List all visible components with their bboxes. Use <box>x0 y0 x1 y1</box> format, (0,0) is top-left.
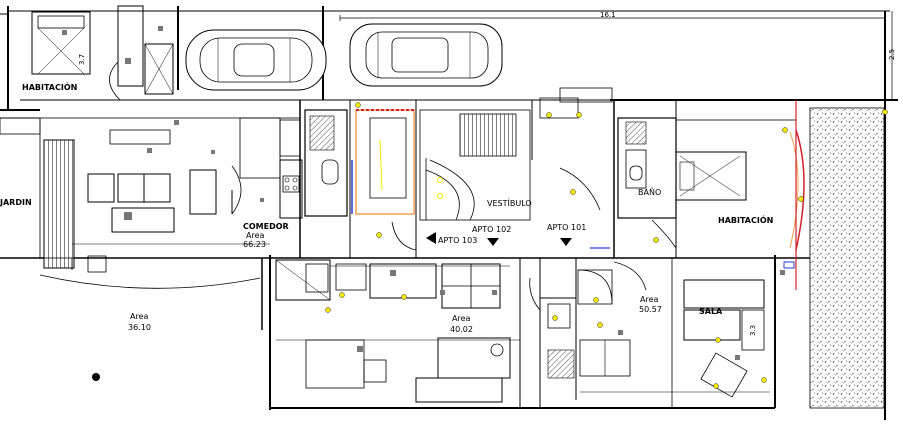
lower-right-apartment: Area 50.57 SALA 3.3 <box>539 257 770 398</box>
area-center-label: Area <box>452 314 471 323</box>
area-left-value: 36.10 <box>128 323 151 332</box>
right-height-dimension: 2.5 <box>888 49 896 60</box>
comedor-area-label: Area <box>246 231 265 240</box>
room-label-bano: BAÑO <box>638 187 661 197</box>
apto-103-label: APTO 103 <box>438 236 477 245</box>
room-label-comedor: COMEDOR <box>243 222 289 231</box>
bedroom-top-left: HABITACIÓN <box>22 5 174 101</box>
lower-left-marker <box>92 373 100 381</box>
top-width-dimension: 16.1 <box>600 11 616 19</box>
door-swings <box>391 167 677 311</box>
lower-center-apartment: Area 40.02 <box>275 259 520 403</box>
room-label-vestibulo: VESTÍBULO <box>487 197 532 208</box>
stair-room-highlight <box>355 109 415 215</box>
area-left-label: Area <box>130 312 149 321</box>
electrical-fixtures <box>325 102 888 389</box>
blue-markers <box>590 247 795 269</box>
area-right-value: 50.57 <box>639 305 662 314</box>
area-center-value: 40.02 <box>450 325 473 334</box>
interior-walls <box>261 100 677 408</box>
car-left <box>185 29 327 91</box>
left-small-dimension: 3.7 <box>78 54 86 65</box>
left-stair-strip: JARDIN <box>0 117 75 269</box>
car-right <box>349 23 503 87</box>
sala-side-dimension: 3.3 <box>749 325 757 336</box>
bedroom-right: HABITACIÓN <box>675 100 805 290</box>
comedor-area-value: 66.23 <box>243 240 266 249</box>
apto-101-label: APTO 101 <box>547 223 586 232</box>
room-label-habitacion-right: HABITACIÓN <box>718 214 773 225</box>
central-bath <box>304 109 353 217</box>
room-label-jardin: JARDIN <box>0 198 32 207</box>
room-label-sala: SALA <box>699 307 723 316</box>
annotation-blocks <box>147 120 785 360</box>
top-dimension: 16.1 2.5 3.7 <box>78 11 896 100</box>
comedor-zone: COMEDOR Area 66.23 <box>39 117 303 273</box>
apartment-markers: APTO 103 APTO 102 APTO 101 <box>426 223 586 246</box>
area-right-label: Area <box>640 295 659 304</box>
room-label-habitacion-left: HABITACIÓN <box>22 81 77 92</box>
apto-102-label: APTO 102 <box>472 225 511 234</box>
lower-left-arc <box>39 274 261 289</box>
gravel-yard <box>809 107 885 409</box>
vestibulo-stair: VESTÍBULO <box>419 87 613 221</box>
right-bath: BAÑO <box>617 117 677 219</box>
